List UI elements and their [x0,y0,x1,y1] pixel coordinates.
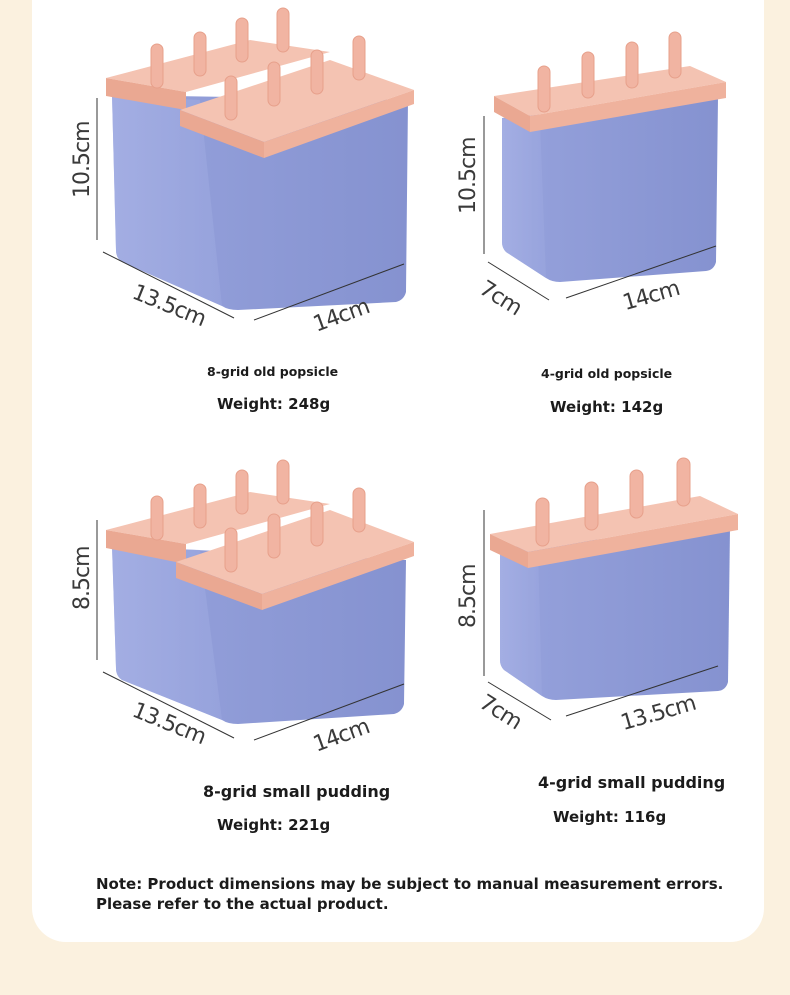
product-title-4: 4-grid small pudding [538,773,726,792]
disclaimer-line-1: Note: Product dimensions may be subject … [96,875,724,893]
mold-4-grid-small-pudding [483,457,738,721]
mold-8-grid-old-popsicle [96,7,414,321]
height-label-3: 8.5cm [70,546,95,610]
mold-8-grid-small-pudding [96,459,414,741]
product-weight-1: Weight: 248g [217,395,331,413]
product-title-2: 4-grid old popsicle [541,366,673,381]
height-label-2: 10.5cm [456,137,481,214]
height-label-4: 8.5cm [456,564,481,628]
product-weight-3: Weight: 221g [217,816,331,834]
disclaimer-line-2: Please refer to the actual product. [96,895,389,913]
product-title-1: 8-grid old popsicle [207,364,339,379]
mold-4-grid-old-popsicle [483,31,726,301]
disclaimer-note: Note: Product dimensions may be subject … [96,874,723,914]
height-label-1: 10.5cm [70,121,95,198]
product-weight-4: Weight: 116g [553,808,667,826]
product-title-3: 8-grid small pudding [203,782,391,801]
product-weight-2: Weight: 142g [550,398,664,416]
